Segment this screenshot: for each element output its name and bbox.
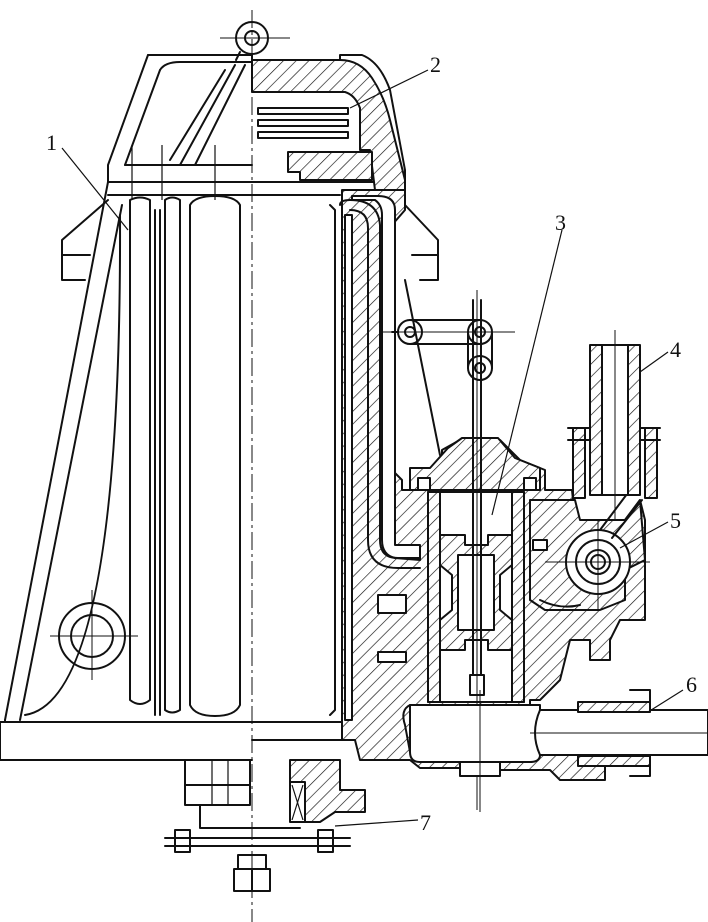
callout-6: 6 (686, 672, 697, 697)
callout-4: 4 (670, 337, 681, 362)
callout-3: 3 (555, 210, 566, 235)
callout-7: 7 (420, 810, 431, 835)
callout-labels: 1 2 3 4 5 6 7 (46, 52, 697, 835)
callout-5: 5 (670, 508, 681, 533)
housing-section-view (251, 59, 708, 823)
callout-1: 1 (46, 130, 57, 155)
callout-2: 2 (430, 52, 441, 77)
housing-exterior-view (0, 21, 439, 892)
callout-leaders (61, 69, 684, 827)
